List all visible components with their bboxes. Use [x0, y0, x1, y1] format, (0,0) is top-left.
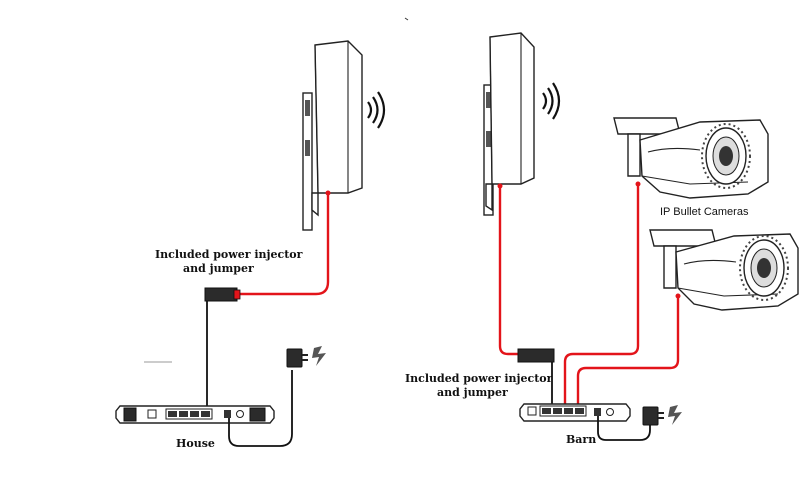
left-injector-label-line2: and jumper — [183, 262, 254, 275]
top-stray-mark — [404, 17, 409, 21]
lightning-icon — [668, 405, 682, 425]
right-antenna-group — [483, 32, 561, 216]
cameras-label: IP Bullet Cameras — [660, 206, 749, 218]
right-pole-clamp-2 — [486, 131, 491, 147]
ip-bullet-camera-icon — [613, 117, 769, 199]
ip-bullet-camera-icon — [649, 229, 799, 311]
router-icon — [519, 403, 631, 422]
power-injector-icon — [517, 348, 555, 363]
router-icon — [115, 405, 275, 424]
left-injector-label-line1: Included power injector — [155, 248, 303, 261]
camera-1-poe-cable — [563, 184, 640, 411]
left-pole-clamp-1 — [305, 100, 310, 116]
left-cable-port — [325, 190, 331, 196]
left-mount-pole — [302, 92, 313, 231]
left-power-cable — [228, 370, 293, 447]
power-adapter-icon — [286, 348, 308, 368]
lightning-icon — [312, 346, 326, 366]
camera-1-port — [635, 181, 641, 187]
left-poe-cable — [240, 193, 330, 296]
right-poe-cable — [498, 186, 520, 356]
wireless-antenna-icon — [485, 32, 535, 212]
left-pole-clamp-2 — [305, 140, 310, 156]
left-antenna-group — [302, 40, 386, 231]
signal-waves-icon — [367, 91, 386, 129]
power-adapter-icon — [642, 406, 664, 426]
wireless-antenna-icon — [311, 40, 363, 217]
right-power-cable — [597, 416, 651, 441]
signal-waves-icon — [542, 82, 561, 120]
right-cable-port — [497, 183, 503, 189]
camera-2-poe-cable — [576, 296, 680, 411]
right-pole-clamp-1 — [486, 92, 491, 108]
barn-label: Barn — [566, 433, 596, 446]
house-label: House — [176, 437, 215, 450]
camera-2-port — [675, 293, 681, 299]
right-injector-label-line2: and jumper — [437, 386, 508, 399]
power-injector-icon — [204, 287, 241, 302]
right-injector-label-line1: Included power injector — [405, 372, 553, 385]
